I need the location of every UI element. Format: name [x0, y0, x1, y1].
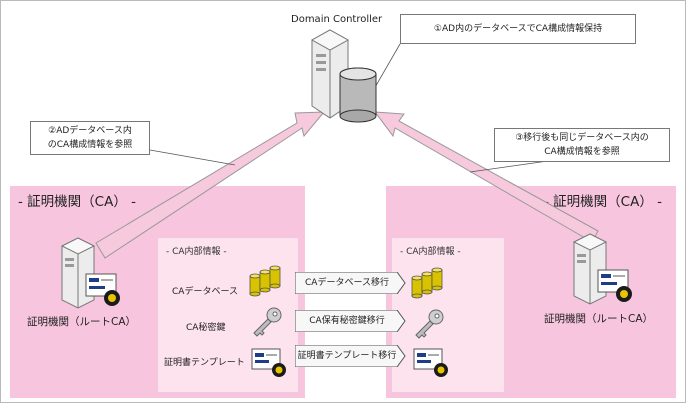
migration-label-template: 証明書テンプレート移行 — [297, 351, 397, 361]
panel-title-right: - 証明機関（CA） - — [544, 194, 662, 210]
migration-label-private-key: CA保有秘密鍵移行 — [309, 316, 385, 326]
inner-title-left: - CA内部情報 - — [166, 247, 227, 257]
callout-3: ③移行後も同じデータベース内の CA構成情報を参照 — [494, 128, 670, 162]
database-stack-icon — [249, 265, 281, 297]
key-icon — [253, 307, 282, 337]
right-ca-server-icon — [572, 233, 632, 305]
callout-leader-2 — [149, 149, 236, 166]
migration-label-database: CAデータベース移行 — [305, 278, 389, 288]
callout-3-line1: ③移行後も同じデータベース内の — [515, 133, 649, 143]
item-label-ca-private-key: CA秘密鍵 — [186, 323, 226, 333]
ca-internal-info-right: - CA内部情報 - — [392, 238, 504, 392]
item-label-ca-database: CAデータベース — [172, 287, 238, 297]
callout-3-line2: CA構成情報を参照 — [544, 147, 620, 157]
right-ca-label: 証明機関（ルートCA） — [544, 313, 654, 325]
left-ca-label: 証明機関（ルートCA） — [27, 316, 137, 328]
database-stack-icon-right — [411, 267, 443, 299]
domain-controller-server-icon — [310, 29, 377, 123]
callout-2-line2: のCA構成情報を参照 — [47, 140, 133, 150]
key-icon-right — [415, 309, 444, 339]
migration-arrow-private-key: CA保有秘密鍵移行 — [295, 310, 415, 332]
callout-1: ①AD内のデータベースでCA構成情報保持 — [400, 14, 636, 44]
arrow-right-to-dc — [373, 111, 599, 243]
callout-2: ②ADデータベース内 のCA構成情報を参照 — [30, 121, 150, 155]
migration-arrow-template: 証明書テンプレート移行 — [295, 345, 415, 367]
certificate-icon — [251, 348, 286, 377]
arrow-left-to-dc — [95, 111, 326, 259]
migration-arrow-database: CAデータベース移行 — [295, 272, 415, 294]
left-ca-server-icon — [60, 237, 120, 309]
certificate-icon-right — [413, 348, 448, 377]
domain-controller-label: Domain Controller — [291, 14, 383, 25]
callout-1-text: ①AD内のデータベースでCA構成情報保持 — [433, 24, 603, 34]
callout-leader-3 — [469, 160, 549, 173]
inner-title-right: - CA内部情報 - — [400, 247, 461, 257]
panel-title-left: - 証明機関（CA） - — [18, 194, 136, 210]
item-label-cert-template: 証明書テンプレート — [164, 358, 245, 368]
callout-2-line1: ②ADデータベース内 — [48, 126, 132, 136]
